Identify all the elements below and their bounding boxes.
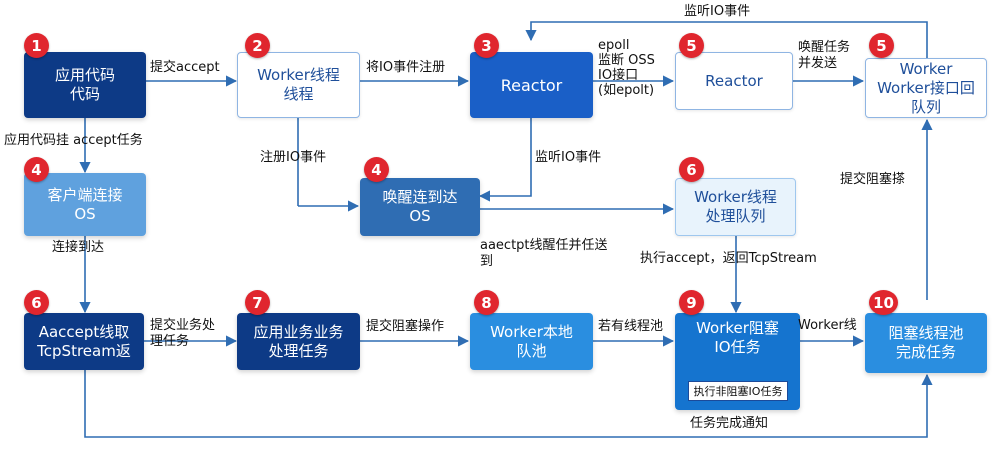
client-connect-box: 客户端连接 OS (24, 173, 146, 236)
step-badge-2: 2 (245, 33, 270, 58)
label-submit-business: 提交业务处 理任务 (150, 318, 216, 349)
step-badge-6b: 6 (24, 290, 49, 315)
label-accept-wake: aaectpt线醒任并任送 到 (480, 238, 608, 269)
step-badge-10: 10 (869, 290, 898, 315)
label-register-io: 将IO事件注册 (366, 60, 446, 75)
step-badge-5b: 5 (869, 33, 894, 58)
step-badge-7: 7 (245, 290, 270, 315)
worker-blocking-io-label: Worker阻塞 IO任务 (696, 319, 779, 356)
worker-io-queue-box: Worker Worker接口回 队列 (865, 58, 987, 118)
step-badge-4a: 4 (24, 157, 49, 182)
label-connect-arrive: 连接到达 (52, 240, 105, 255)
label-register-io-event: 注册IO事件 (260, 150, 327, 165)
label-listen-io-top: 监听IO事件 (684, 4, 751, 19)
arrow-bottom-loop (84, 370, 933, 438)
nonblocking-io-box: 执行非阻塞IO任务 (688, 381, 788, 401)
label-app-hang-accept: 应用代码挂 accept任务 (4, 133, 143, 148)
label-worker-line: Worker线 (798, 318, 857, 333)
label-submit-accept: 提交accept (150, 60, 220, 75)
label-exec-accept: 执行accept，返回TcpStream (640, 251, 817, 266)
step-badge-9: 9 (679, 290, 704, 315)
label-submit-blocking-op: 提交阻塞操作 (366, 319, 445, 334)
arrow-top-loop (525, 21, 928, 58)
step-badge-4b: 4 (364, 157, 389, 182)
worker-local-pool-box: Worker本地 队池 (470, 313, 593, 370)
label-task-done-notify: 任务完成通知 (690, 416, 769, 431)
label-submit-blocking-right: 提交阻塞搽 (840, 172, 906, 187)
accept-fetch-box: Aaccept线取 TcpStream返 (24, 313, 144, 370)
reactor-main-box: Reactor (470, 52, 593, 118)
step-badge-6a: 6 (679, 157, 704, 182)
arrow-reactor-to-wake (478, 118, 532, 202)
reactor-second-box: Reactor (675, 52, 793, 110)
label-listen-io-mid: 监听IO事件 (535, 150, 602, 165)
worker-thread-box: Worker线程 线程 (237, 52, 360, 118)
step-badge-1: 1 (24, 33, 49, 58)
label-epoll-monitor: epoll 监断 OSS IO接口 (如epolt) (598, 38, 655, 98)
app-code-box: 应用代码 代码 (24, 52, 146, 118)
business-task-box: 应用业务业务 处理任务 (237, 313, 360, 370)
label-wake-dispatch: 唤醒任务 并发送 (798, 40, 851, 71)
label-if-pool: 若有线程池 (598, 319, 664, 334)
step-badge-8: 8 (474, 290, 499, 315)
worker-process-queue-box: Worker线程 处理队列 (675, 178, 796, 236)
wake-connect-box: 唤醒连到达 OS (360, 178, 480, 236)
step-badge-5a: 5 (679, 33, 704, 58)
blocking-pool-done-box: 阻塞线程池 完成任务 (865, 313, 987, 373)
step-badge-3: 3 (474, 33, 499, 58)
